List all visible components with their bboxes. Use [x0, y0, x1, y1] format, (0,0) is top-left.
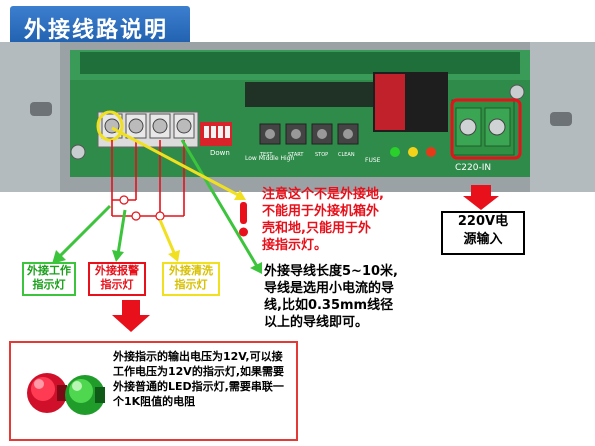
indicator-info-box: 外接指示的输出电压为12V,可以接工作电压为12V的指示灯,如果需要外接普通的L… — [9, 341, 298, 441]
svg-text:FUSE: FUSE — [365, 157, 381, 164]
alarm-label-line-1: 外接报警 — [95, 264, 139, 277]
alarm-indicator-label: 外接报警 指示灯 — [88, 262, 146, 296]
svg-text:Down: Down — [210, 149, 230, 157]
svg-text:Low Middle High: Low Middle High — [245, 155, 294, 162]
wire-line-1: 外接导线长度5~10米, — [264, 264, 398, 279]
board-illustration: Low Middle High Down FUSE C220-IN TEST S… — [0, 42, 595, 192]
clean-indicator-label: 外接清洗 指示灯 — [162, 262, 220, 296]
warn-line-1: 注意这个不是外接地, — [262, 187, 384, 202]
svg-text:TEST: TEST — [259, 152, 273, 158]
svg-text:C220-IN: C220-IN — [455, 163, 491, 173]
indicator-info-text: 外接指示的输出电压为12V,可以接工作电压为12V的指示灯,如果需要外接普通的L… — [113, 350, 284, 408]
svg-text:CLEAN: CLEAN — [338, 152, 355, 158]
power-input-label: 220V电 源输入 — [441, 211, 525, 255]
wire-length-note: 外接导线长度5~10米, 导线是选用小电流的导 线,比如0.35mm线径 以上的… — [264, 263, 398, 331]
ground-warning-note: 注意这个不是外接地, 不能用于外接机箱外 壳和地,只能用于外 接指示灯。 — [262, 186, 384, 254]
svg-text:STOP: STOP — [315, 152, 328, 158]
work-label-line-2: 指示灯 — [32, 278, 66, 291]
clean-label-line-1: 外接清洗 — [169, 264, 213, 277]
warn-line-4: 接指示灯。 — [262, 238, 328, 253]
board-photo: Low Middle High Down FUSE C220-IN TEST S… — [0, 42, 595, 192]
work-label-line-1: 外接工作 — [27, 264, 71, 277]
title-bar: 外接线路说明 — [10, 6, 190, 46]
wire-line-4: 以上的导线即可。 — [264, 315, 369, 330]
svg-text:START: START — [288, 152, 304, 158]
power-line-1: 220V电 — [457, 214, 509, 229]
page-title: 外接线路说明 — [24, 18, 169, 43]
indicator-lamps-image — [27, 373, 105, 415]
work-indicator-label: 外接工作 指示灯 — [22, 262, 76, 296]
wire-line-3: 线,比如0.35mm线径 — [264, 298, 394, 313]
wire-line-2: 导线是选用小电流的导 — [264, 281, 395, 296]
power-line-2: 源输入 — [463, 232, 503, 247]
warn-line-2: 不能用于外接机箱外 — [262, 204, 380, 219]
alarm-label-line-2: 指示灯 — [100, 278, 134, 291]
clean-label-line-2: 指示灯 — [174, 278, 208, 291]
warn-line-3: 壳和地,只能用于外 — [262, 221, 371, 236]
